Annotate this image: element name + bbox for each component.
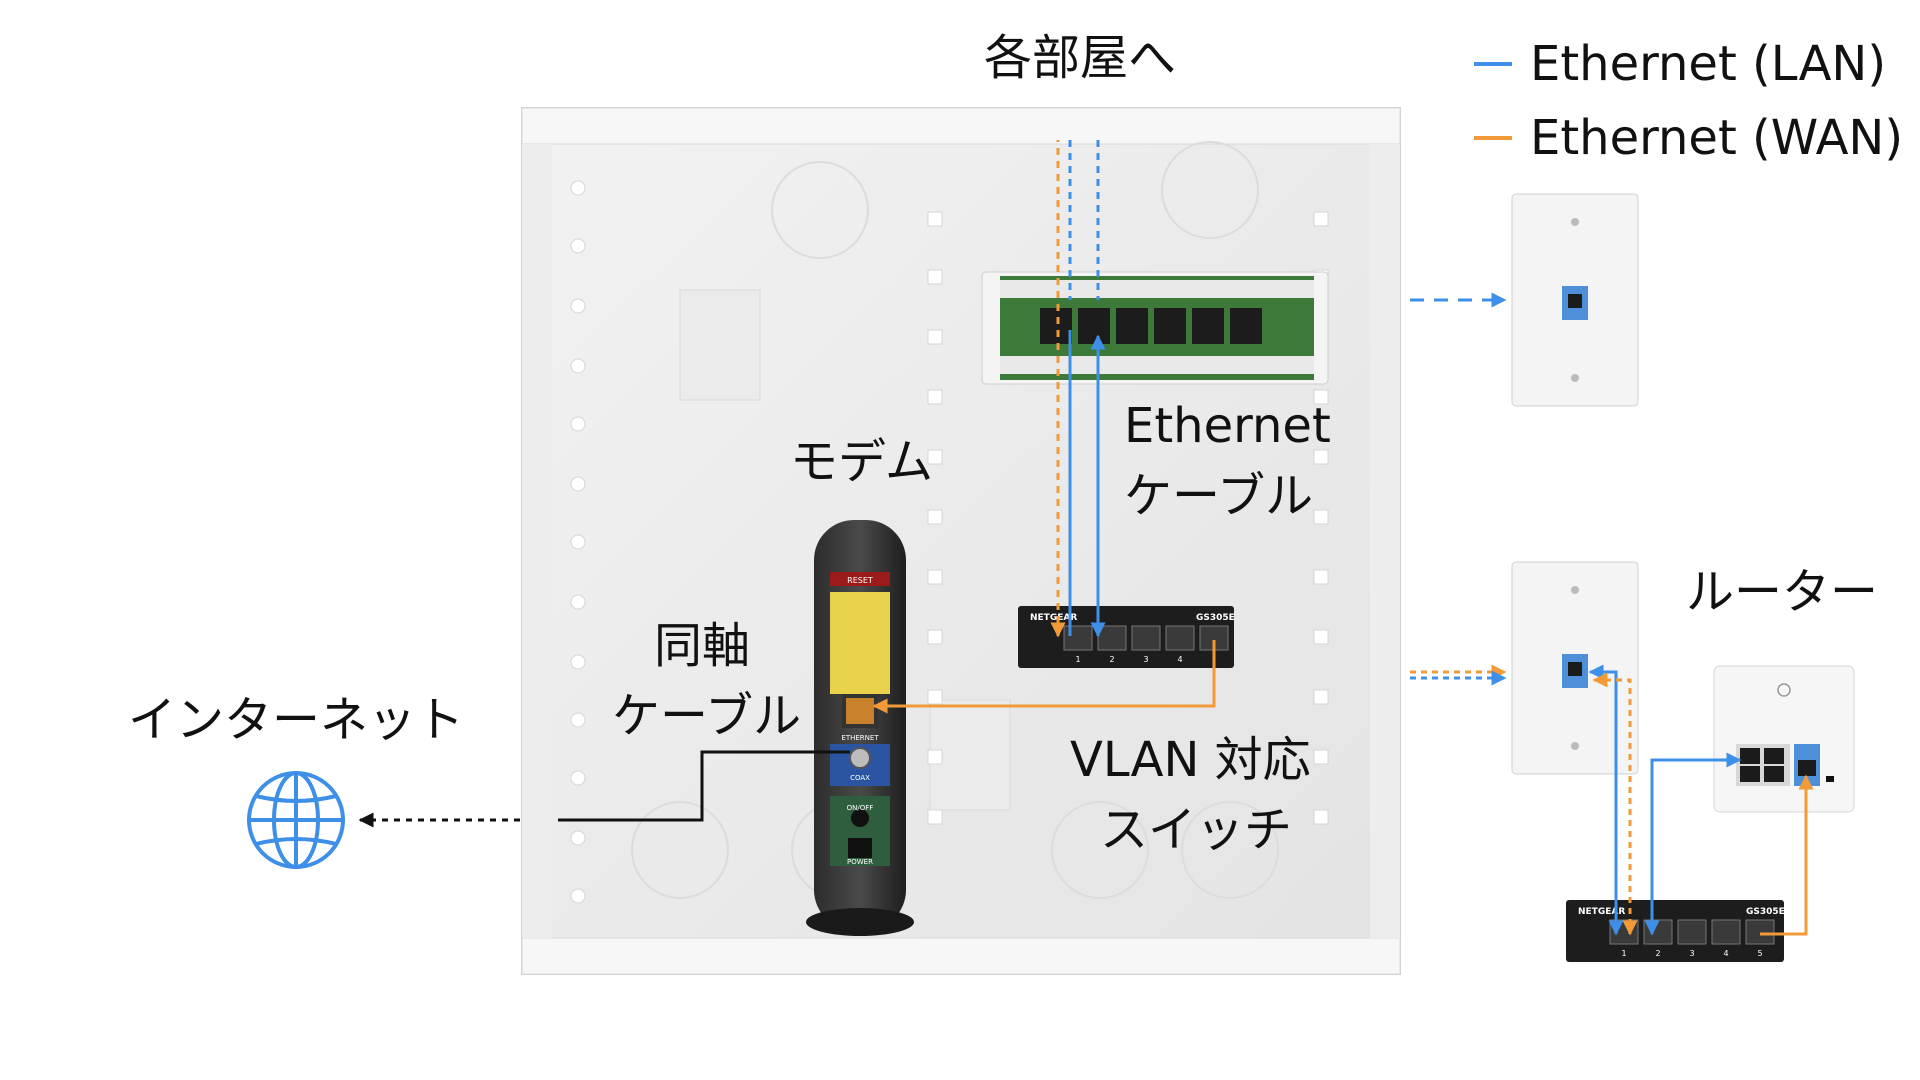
vlan-switch-label-2: スイッチ <box>1100 802 1293 858</box>
ethernet-cable-label-2: ケーブル <box>1124 468 1314 524</box>
switch-port-1: 1 <box>1075 655 1080 664</box>
router-switch-model: GS305E <box>1746 907 1785 917</box>
internet-label: インターネット <box>128 692 465 748</box>
wall-plate-lan <box>1511 193 1639 407</box>
modem-reset-label: RESET <box>847 576 873 585</box>
to-rooms-label: 各部屋へ <box>984 30 1177 86</box>
modem-coax-label: COAX <box>850 774 870 782</box>
wall-plate-wan <box>1511 561 1639 775</box>
router-label: ルーター <box>1686 564 1879 620</box>
ethernet-cable-label-1: Ethernet <box>1124 398 1331 454</box>
switch-port-4: 4 <box>1177 655 1182 664</box>
modem: RESET ETHERNET COAX ON/OFF POWER <box>806 520 914 936</box>
modem-ethernet-label: ETHERNET <box>841 734 879 742</box>
router-switch-port-3: 3 <box>1689 949 1694 958</box>
switch-port-2: 2 <box>1109 655 1114 664</box>
router-switch-port-5: 5 <box>1757 949 1762 958</box>
switch-model: GS305E <box>1196 613 1235 623</box>
vlan-switch: NETGEAR GS305E 1 2 3 4 <box>1018 606 1235 668</box>
coax-label-1: 同軸 <box>654 618 751 674</box>
wan-plate-router-switch <box>1592 672 1638 936</box>
router-switch-port-1: 1 <box>1621 949 1626 958</box>
wan-modem-switch <box>872 640 1216 714</box>
lan-router-switch <box>1644 752 1742 936</box>
modem-onoff-label: ON/OFF <box>847 804 874 812</box>
modem-power-label: POWER <box>847 858 873 866</box>
vlan-switch-label-1: VLAN 対応 <box>1070 732 1311 788</box>
router <box>1713 665 1855 813</box>
legend-lan-label: Ethernet (LAN) <box>1530 36 1887 92</box>
wan-router-switch <box>1760 774 1814 936</box>
globe-icon <box>247 771 345 869</box>
coax-cable-line <box>558 750 850 822</box>
legend-wan-swatch <box>1474 136 1512 140</box>
router-switch: NETGEAR GS305E 1 2 3 4 5 <box>1566 900 1785 962</box>
router-switch-port-2: 2 <box>1655 949 1660 958</box>
router-switch-port-4: 4 <box>1723 949 1728 958</box>
coax-label-2: ケーブル <box>612 688 802 744</box>
modem-label: モデム <box>790 434 934 490</box>
legend-lan-swatch <box>1474 62 1512 66</box>
router-switch-brand: NETGEAR <box>1578 907 1625 917</box>
patch-panel <box>981 271 1329 385</box>
legend-wan-label: Ethernet (WAN) <box>1530 110 1904 166</box>
switch-port-3: 3 <box>1143 655 1148 664</box>
media-enclosure <box>521 107 1401 975</box>
switch-brand: NETGEAR <box>1030 613 1077 623</box>
